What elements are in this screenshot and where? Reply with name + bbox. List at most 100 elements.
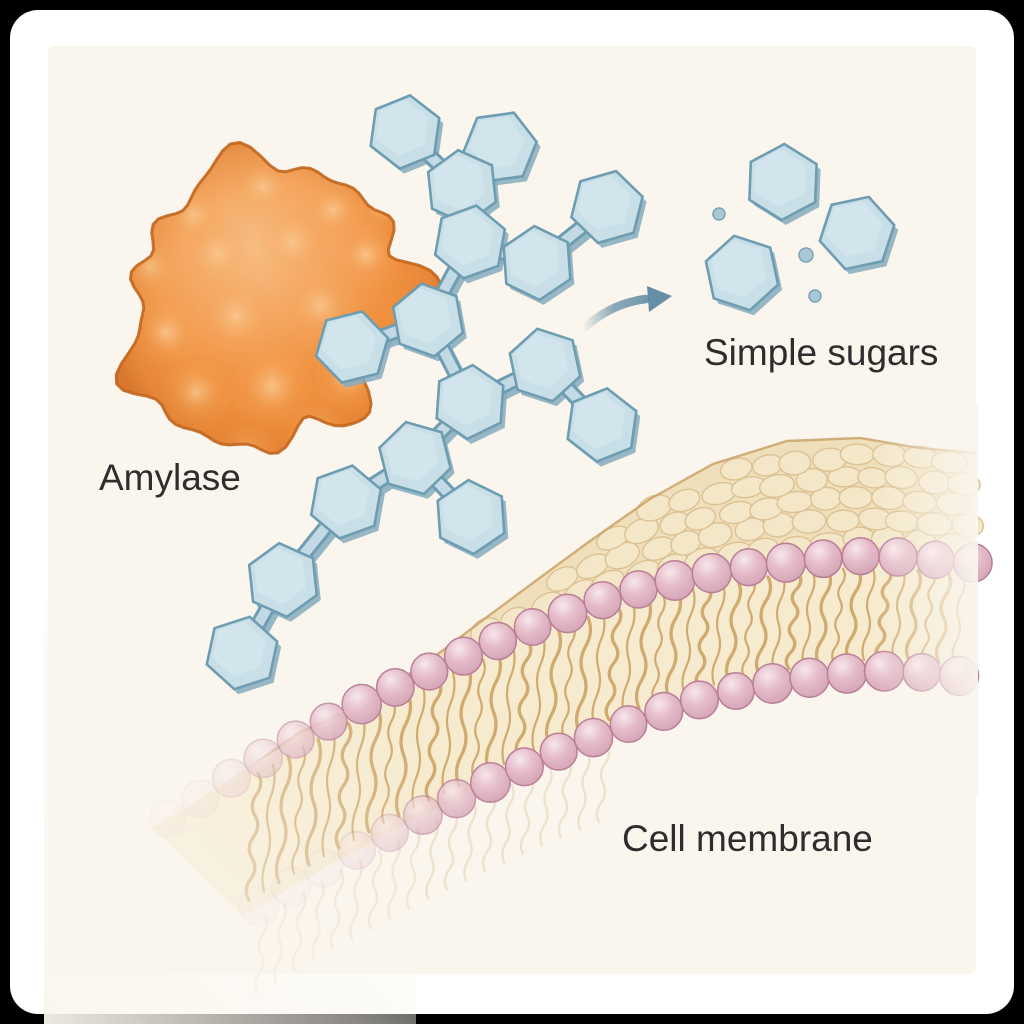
fatty-acid-tail (634, 596, 653, 710)
fatty-acid-tail (694, 584, 713, 690)
fatty-acid-tail (514, 639, 533, 759)
surface-cobble (838, 485, 873, 510)
ghost-tail (519, 774, 535, 856)
fatty-acid-tail (424, 677, 443, 802)
sugar-unit-highlight (754, 149, 806, 207)
phospholipid-head-inner (609, 705, 648, 744)
sugar-unit-highlight (433, 155, 485, 211)
sugar-unit-highlight (577, 175, 631, 231)
sugar-unit-highlight (469, 117, 525, 169)
fatty-acid-tail (651, 594, 666, 704)
fatty-acid-tail (664, 590, 683, 700)
fatty-acid-tail (844, 566, 863, 663)
sugar-unit-highlight (321, 316, 377, 370)
phospholipid-head-inner (752, 663, 794, 704)
sugar-unit-highlight (316, 470, 370, 526)
phospholipid-head-inner (436, 778, 477, 819)
fatty-acid-tail (574, 615, 593, 734)
phospholipid-head-outer (619, 570, 658, 609)
surface-cobble (668, 488, 701, 513)
arrow-shaft (579, 294, 651, 333)
fatty-acid-tail (801, 570, 816, 668)
enzyme-outline (114, 140, 445, 455)
phospholipid-head-outer (803, 539, 843, 579)
phospholipid-head-outer (765, 542, 807, 583)
ghost-tail (501, 783, 515, 864)
ghost-tail (539, 766, 553, 847)
sugar-unit-highlight (376, 100, 428, 156)
phospholipid-head-outer (410, 652, 449, 691)
fatty-acid-tail (741, 577, 756, 679)
fatty-acid-tail (621, 602, 636, 715)
sugar-unit-highlight (573, 393, 625, 449)
phospholipid-head-outer (583, 580, 622, 620)
phospholipid-head-outer (443, 636, 484, 676)
sugar-fragment-dot (798, 247, 814, 263)
phospholipid-head-inner (679, 680, 719, 720)
sugar-unit-highlight (441, 370, 493, 426)
phospholipid-head-inner (573, 717, 614, 758)
fatty-acid-tail (544, 627, 563, 746)
fatty-acid-tail (441, 671, 456, 794)
phospholipid-head-outer (729, 548, 768, 587)
phospholipid-head-inner (716, 671, 755, 711)
sugar-unit-highlight (385, 426, 439, 482)
surface-cobble (684, 506, 717, 531)
ghost-tail (557, 758, 573, 839)
fatty-acid-tail (591, 611, 606, 727)
fatty-acid-tail (724, 579, 743, 683)
surface-cobble (795, 467, 828, 493)
reaction-arrow (579, 286, 672, 333)
fatty-acid-tail (531, 633, 546, 752)
surface-cobble (759, 473, 795, 498)
fatty-acid-tail (831, 567, 846, 664)
phospholipid-head-outer (478, 621, 518, 661)
ghost-tail (595, 743, 611, 824)
phospholipid-head-outer (513, 608, 552, 646)
surface-cobble (624, 517, 659, 545)
fatty-acid-tail (501, 645, 516, 766)
phospholipid-head-inner (789, 657, 830, 698)
simple-sugars (704, 142, 899, 316)
phospholipid-head-inner (826, 653, 868, 694)
fatty-acid-tail (604, 605, 623, 722)
sugar-unit-highlight (515, 333, 569, 389)
ghost-tail (425, 819, 439, 900)
simple-sugars-label: Simple sugars (704, 332, 939, 373)
sugar-unit-highlight (711, 240, 767, 298)
phospholipid-head-inner (644, 691, 684, 732)
sugar-unit-highlight (212, 621, 266, 677)
phospholipid-head-outer (654, 560, 696, 601)
amylase-label: Amylase (99, 457, 241, 498)
phospholipid-head-inner (469, 762, 511, 803)
arrow-head (647, 286, 672, 312)
cell-membrane-label: Cell membrane (622, 818, 873, 859)
phospholipid-head-outer (691, 552, 732, 594)
ghost-tail (463, 800, 477, 882)
sugar-fragment-dot (712, 207, 726, 221)
sugar-unit-highlight (254, 548, 306, 604)
ghost-tail (577, 750, 591, 831)
fatty-acid-tail (771, 573, 786, 673)
ghost-tail (481, 792, 497, 873)
fatty-acid-tail (471, 658, 486, 780)
fatty-acid-tail (484, 651, 503, 773)
fatty-acid-tail (681, 587, 696, 694)
sugar-unit-highlight (508, 231, 560, 287)
fatty-acid-tail (814, 568, 833, 667)
fatty-acid-tail (754, 575, 773, 676)
sugar-unit-highlight (442, 485, 494, 541)
phospholipid-head-inner (504, 747, 544, 787)
sugar-unit-highlight (440, 210, 494, 266)
surface-cobble (791, 509, 827, 534)
polysaccharide-chain (205, 93, 647, 695)
fatty-acid-tail (561, 622, 576, 739)
membrane-right-fade (870, 405, 978, 795)
sugar-unit-highlight (398, 288, 452, 344)
phospholipid-head-inner (539, 732, 578, 771)
ghost-tail (443, 810, 459, 891)
fatty-acid-tail (454, 664, 473, 788)
fatty-acid-tail (711, 582, 726, 686)
phospholipid-head-outer (547, 593, 588, 634)
sugar-fragment-dot (808, 289, 822, 303)
